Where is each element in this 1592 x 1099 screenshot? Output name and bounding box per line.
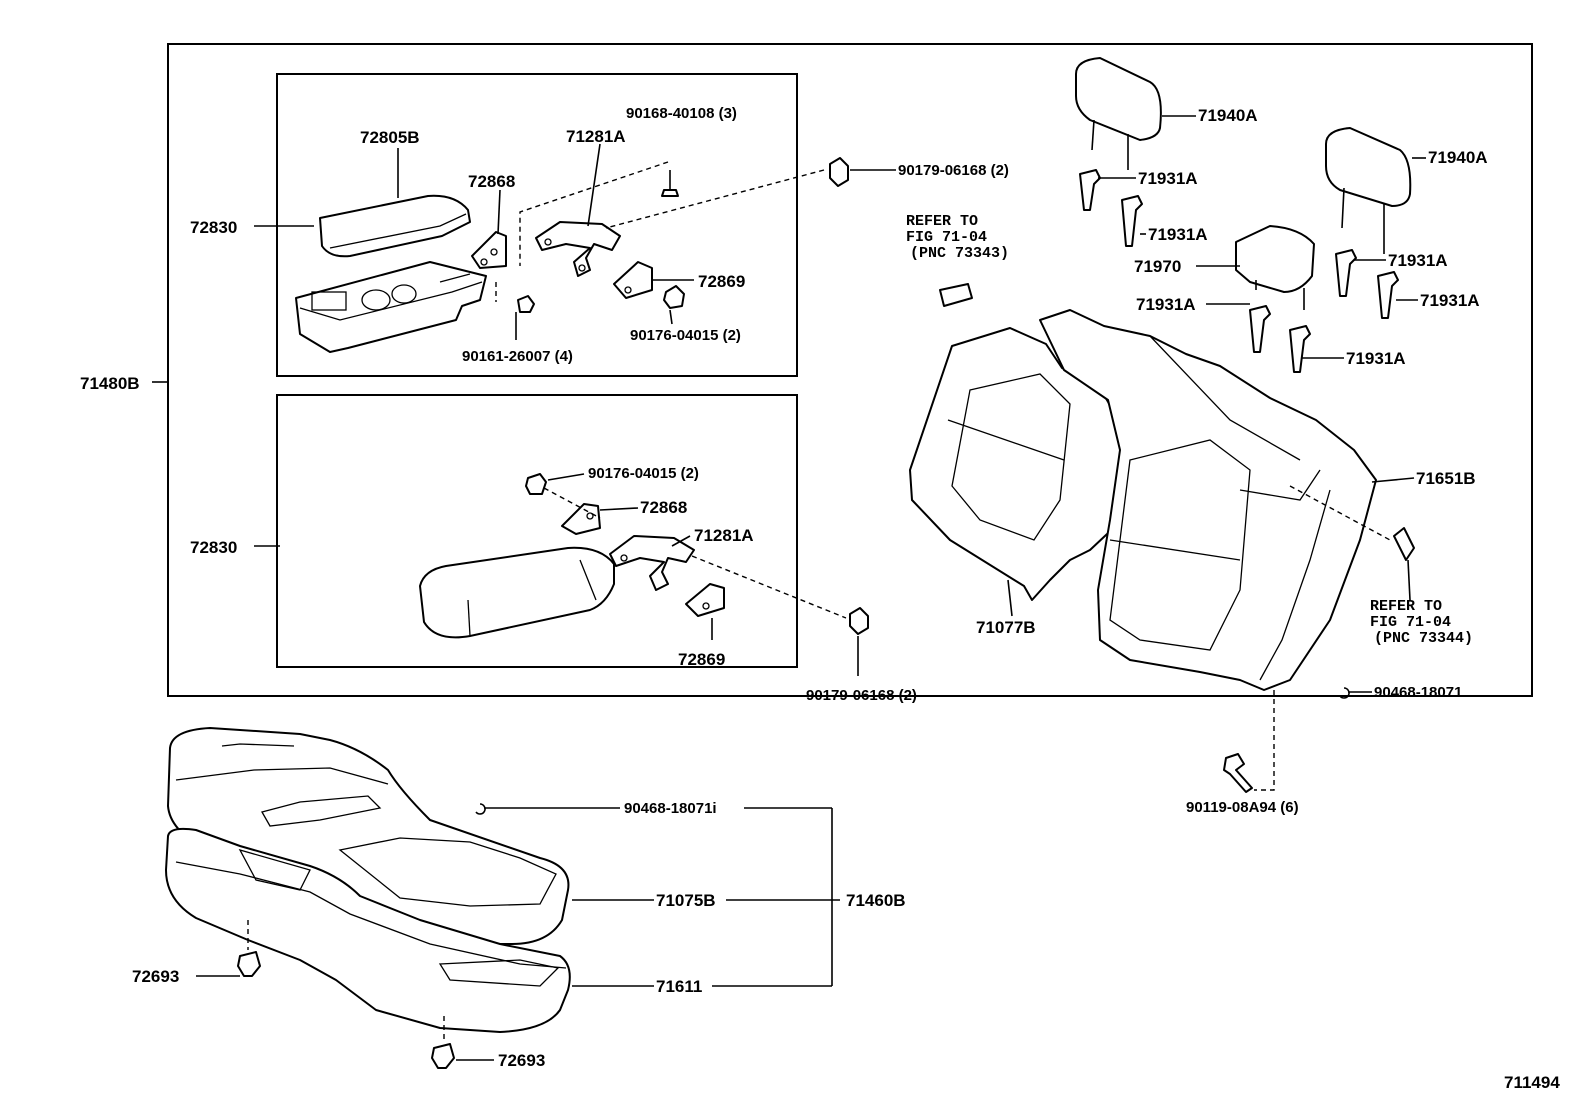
label-72805b: 72805B xyxy=(360,128,420,147)
label-71281a-bottom: 71281A xyxy=(694,526,754,545)
label-71940a-1: 71940A xyxy=(1198,106,1258,125)
nut-90179-06168-top xyxy=(829,157,849,187)
guide-71931a-4 xyxy=(1377,271,1399,319)
dash-bottom-2 xyxy=(691,555,847,619)
label-71611: 71611 xyxy=(656,977,702,996)
label-71931a-1: 71931A xyxy=(1138,169,1198,188)
svg-text:REFER TO: REFER TO xyxy=(1370,598,1442,615)
svg-text:FIG 71-04: FIG 71-04 xyxy=(906,229,987,246)
svg-text:FIG 71-04: FIG 71-04 xyxy=(1370,614,1451,631)
label-71281a-top: 71281A xyxy=(566,127,626,146)
label-71931a-5: 71931A xyxy=(1136,295,1196,314)
label-72830-top: 72830 xyxy=(190,218,237,237)
guide-71931a-1 xyxy=(1079,169,1101,211)
label-90161-26007: 90161-26007 (4) xyxy=(462,348,573,365)
label-71077b: 71077B xyxy=(976,618,1036,637)
label-90119-08a94: 90119-08A94 (6) xyxy=(1186,799,1299,816)
label-71931a-4: 71931A xyxy=(1420,291,1480,310)
label-71970: 71970 xyxy=(1134,257,1181,276)
bolt-90168-40108 xyxy=(661,170,679,197)
label-72869-bottom: 72869 xyxy=(678,650,725,669)
bracket-71281a-top xyxy=(535,221,621,277)
label-72830-bottom: 72830 xyxy=(190,538,237,557)
label-90176-04015-top: 90176-04015 (2) xyxy=(630,327,741,344)
dash-bottom-1 xyxy=(543,487,601,519)
label-90179-06168-bottom: 90179-06168 (2) xyxy=(806,687,917,704)
svg-text:(PNC 73343): (PNC 73343) xyxy=(910,245,1009,262)
label-72868-bottom: 72868 xyxy=(640,498,687,517)
label-71940a-2: 71940A xyxy=(1428,148,1488,167)
armrest-lid-72805b xyxy=(319,194,471,258)
bracket-72869-top xyxy=(613,261,653,299)
seatback-71077b xyxy=(909,327,1131,601)
label-72869-top: 72869 xyxy=(698,272,745,291)
bracket-71281a-bottom xyxy=(609,535,695,591)
guide-71931a-2 xyxy=(1121,195,1143,247)
refer-clip-73343 xyxy=(939,283,973,307)
armrest-top-frame xyxy=(276,73,798,377)
headrest-71940a-1 xyxy=(1075,57,1162,170)
bracket-72868-top xyxy=(471,231,507,269)
seatback-right-section xyxy=(1039,309,1377,691)
label-90468-18071-a: 90468-18071 xyxy=(1374,684,1462,701)
label-90168-40108: 90168-40108 (3) xyxy=(626,105,737,122)
label-71931a-3: 71931A xyxy=(1388,251,1448,270)
bolt-90119-08a94 xyxy=(1223,753,1253,793)
label-71480b: 71480B xyxy=(80,374,140,393)
refer-clip-73344 xyxy=(1393,527,1415,561)
clip-72693-1 xyxy=(237,951,261,977)
label-71075b: 71075B xyxy=(656,891,716,910)
headrest-71970 xyxy=(1235,225,1315,310)
label-90176-04015-bottom: 90176-04015 (2) xyxy=(588,465,699,482)
bracket-72868-bottom xyxy=(561,503,601,535)
dash-top-2 xyxy=(605,169,825,229)
label-90179-06168-top: 90179-06168 (2) xyxy=(898,162,1009,179)
guide-71931a-3 xyxy=(1335,249,1357,297)
dash-top-1 xyxy=(519,161,669,266)
label-71651b: 71651B xyxy=(1416,469,1476,488)
svg-text:(PNC 73344): (PNC 73344) xyxy=(1374,630,1473,647)
refer-note-73343: REFER TO FIG 71-04 (PNC 73343) xyxy=(906,213,1009,262)
label-72868-top: 72868 xyxy=(468,172,515,191)
label-71931a-2: 71931A xyxy=(1148,225,1208,244)
label-90468-18071-b: 90468-18071i xyxy=(624,800,717,817)
label-71931a-6: 71931A xyxy=(1346,349,1406,368)
screw-90161-26007 xyxy=(517,295,535,313)
nut-90176-04015-top xyxy=(663,285,685,309)
refer-note-73344: REFER TO FIG 71-04 (PNC 73344) xyxy=(1370,598,1473,647)
nut-90179-06168-bottom xyxy=(849,607,869,635)
label-71460b: 71460B xyxy=(846,891,906,910)
figure-number: 711494 xyxy=(1504,1073,1560,1092)
armrest-tray xyxy=(295,261,487,353)
nut-90176-04015-bottom xyxy=(525,473,547,495)
armrest-bottom-frame xyxy=(276,394,798,668)
guide-71931a-5 xyxy=(1249,305,1271,353)
assembly-71480b-frame xyxy=(167,43,1533,697)
armrest-cushion xyxy=(419,546,615,639)
bracket-72869-bottom xyxy=(685,583,725,617)
clip-72693-2 xyxy=(431,1043,455,1069)
guide-71931a-6 xyxy=(1289,325,1311,373)
label-72693-2: 72693 xyxy=(498,1051,545,1070)
label-72693-1: 72693 xyxy=(132,967,179,986)
svg-text:REFER TO: REFER TO xyxy=(906,213,978,230)
seat-frame-71611 xyxy=(165,827,571,1033)
headrest-71940a-2 xyxy=(1325,127,1412,254)
